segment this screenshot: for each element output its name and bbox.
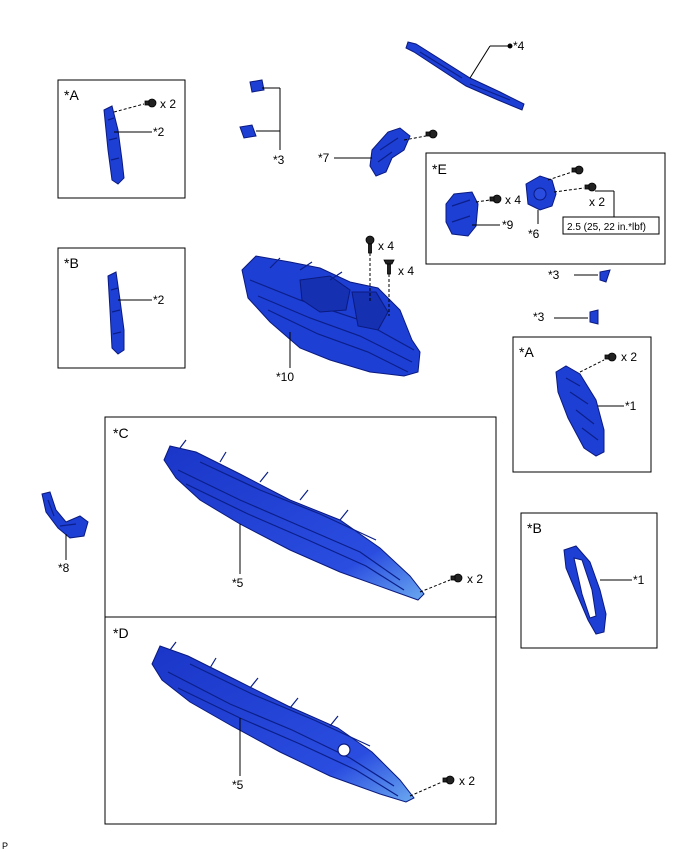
group-a-top-left: *A x 2 *2	[57, 79, 186, 199]
bolt-icon	[604, 352, 617, 362]
bolt-icon	[442, 775, 455, 785]
torque-box	[562, 216, 660, 235]
clip-part-3	[239, 124, 257, 139]
qty-label: x 4	[378, 239, 394, 253]
qty-label: x 2	[589, 195, 605, 209]
group-a-right: *A x 2 *1	[512, 336, 652, 473]
clip-part-3	[589, 309, 599, 325]
group-b-frame-right	[520, 512, 658, 649]
part-label-9: *9	[502, 218, 514, 232]
qty-label: x 4	[505, 193, 521, 207]
lower-grille-part-5	[151, 645, 415, 803]
part-label-7: *7	[318, 151, 330, 165]
qty-label: x 2	[621, 350, 637, 364]
bezel-part-9	[445, 191, 479, 237]
upper-bar-part-4: *4	[405, 39, 525, 111]
group-a-frame-right	[512, 336, 652, 473]
part-label-3: *3	[533, 310, 545, 324]
clip-part-3	[599, 269, 611, 283]
group-e-label: *E	[432, 161, 447, 177]
group-b-label: *B	[64, 255, 79, 271]
garnish-part-2	[103, 105, 125, 185]
qty-label: x 2	[160, 97, 176, 111]
grille-frame-part-10-shape	[241, 255, 421, 377]
bolt-icon	[365, 235, 375, 254]
part-label-1: *1	[633, 573, 645, 587]
bolt-icon	[571, 165, 584, 175]
part-label-6: *6	[528, 227, 540, 241]
group-a-label: *A	[64, 87, 79, 103]
part-label-5: *5	[232, 778, 244, 792]
group-e: *E x 4 *9 x 2 2.5 (25, 22 in.*lbf) *6	[425, 152, 666, 265]
marker-dot	[507, 43, 513, 49]
bracket-part-7: *7	[318, 127, 438, 177]
part-label-2: *2	[153, 293, 165, 307]
group-b-right: *B *1	[520, 512, 658, 649]
bolt-icon	[450, 573, 463, 583]
part-label-1: *1	[625, 399, 637, 413]
group-d-label: *D	[113, 625, 129, 641]
group-d: *D x 2 *5	[104, 616, 497, 825]
group-b-frame	[57, 247, 186, 369]
clip-icon	[383, 259, 395, 275]
part-label-2: *2	[153, 125, 165, 139]
group-e-frame	[425, 152, 666, 265]
bracket-part-8-shape	[41, 491, 89, 539]
part-label-3: *3	[548, 268, 560, 282]
part-label-4: *4	[513, 39, 525, 53]
qty-label: x 2	[467, 572, 483, 586]
part-label-3: *3	[273, 153, 285, 167]
qty-label: x 2	[459, 774, 475, 788]
cover-part-1	[555, 365, 605, 457]
qty-label: x 4	[398, 264, 414, 278]
upper-bar-part-4-shape	[405, 41, 525, 111]
group-a-label-right: *A	[519, 344, 534, 360]
corner-code: P	[2, 841, 8, 851]
part-label-5: *5	[232, 576, 244, 590]
clip-parts-3-right: *3 *3	[533, 268, 611, 325]
clip-part-3	[249, 79, 265, 93]
part-label-8: *8	[58, 561, 70, 575]
bolt-icon	[489, 194, 502, 204]
group-a-frame	[57, 79, 186, 199]
grille-frame-part-10: x 4 x 4 *10	[241, 235, 421, 384]
group-c-label: *C	[113, 425, 129, 441]
bracket-part-8: *8	[41, 491, 89, 575]
group-d-frame	[104, 616, 497, 825]
group-b-left: *B *2	[57, 247, 186, 369]
group-b-label-right: *B	[527, 520, 542, 536]
bolt-icon	[584, 182, 597, 192]
torque-spec: 2.5 (25, 22 in.*lbf)	[567, 222, 646, 233]
bracket-part-7-shape	[369, 127, 411, 177]
group-c: *C x 2 *5	[104, 416, 497, 618]
part-label-10: *10	[276, 370, 294, 384]
clip-parts-3: *3	[239, 79, 285, 167]
bolt-icon	[144, 98, 157, 108]
garnish-part-2	[107, 271, 125, 355]
bolt-icon	[425, 129, 438, 139]
